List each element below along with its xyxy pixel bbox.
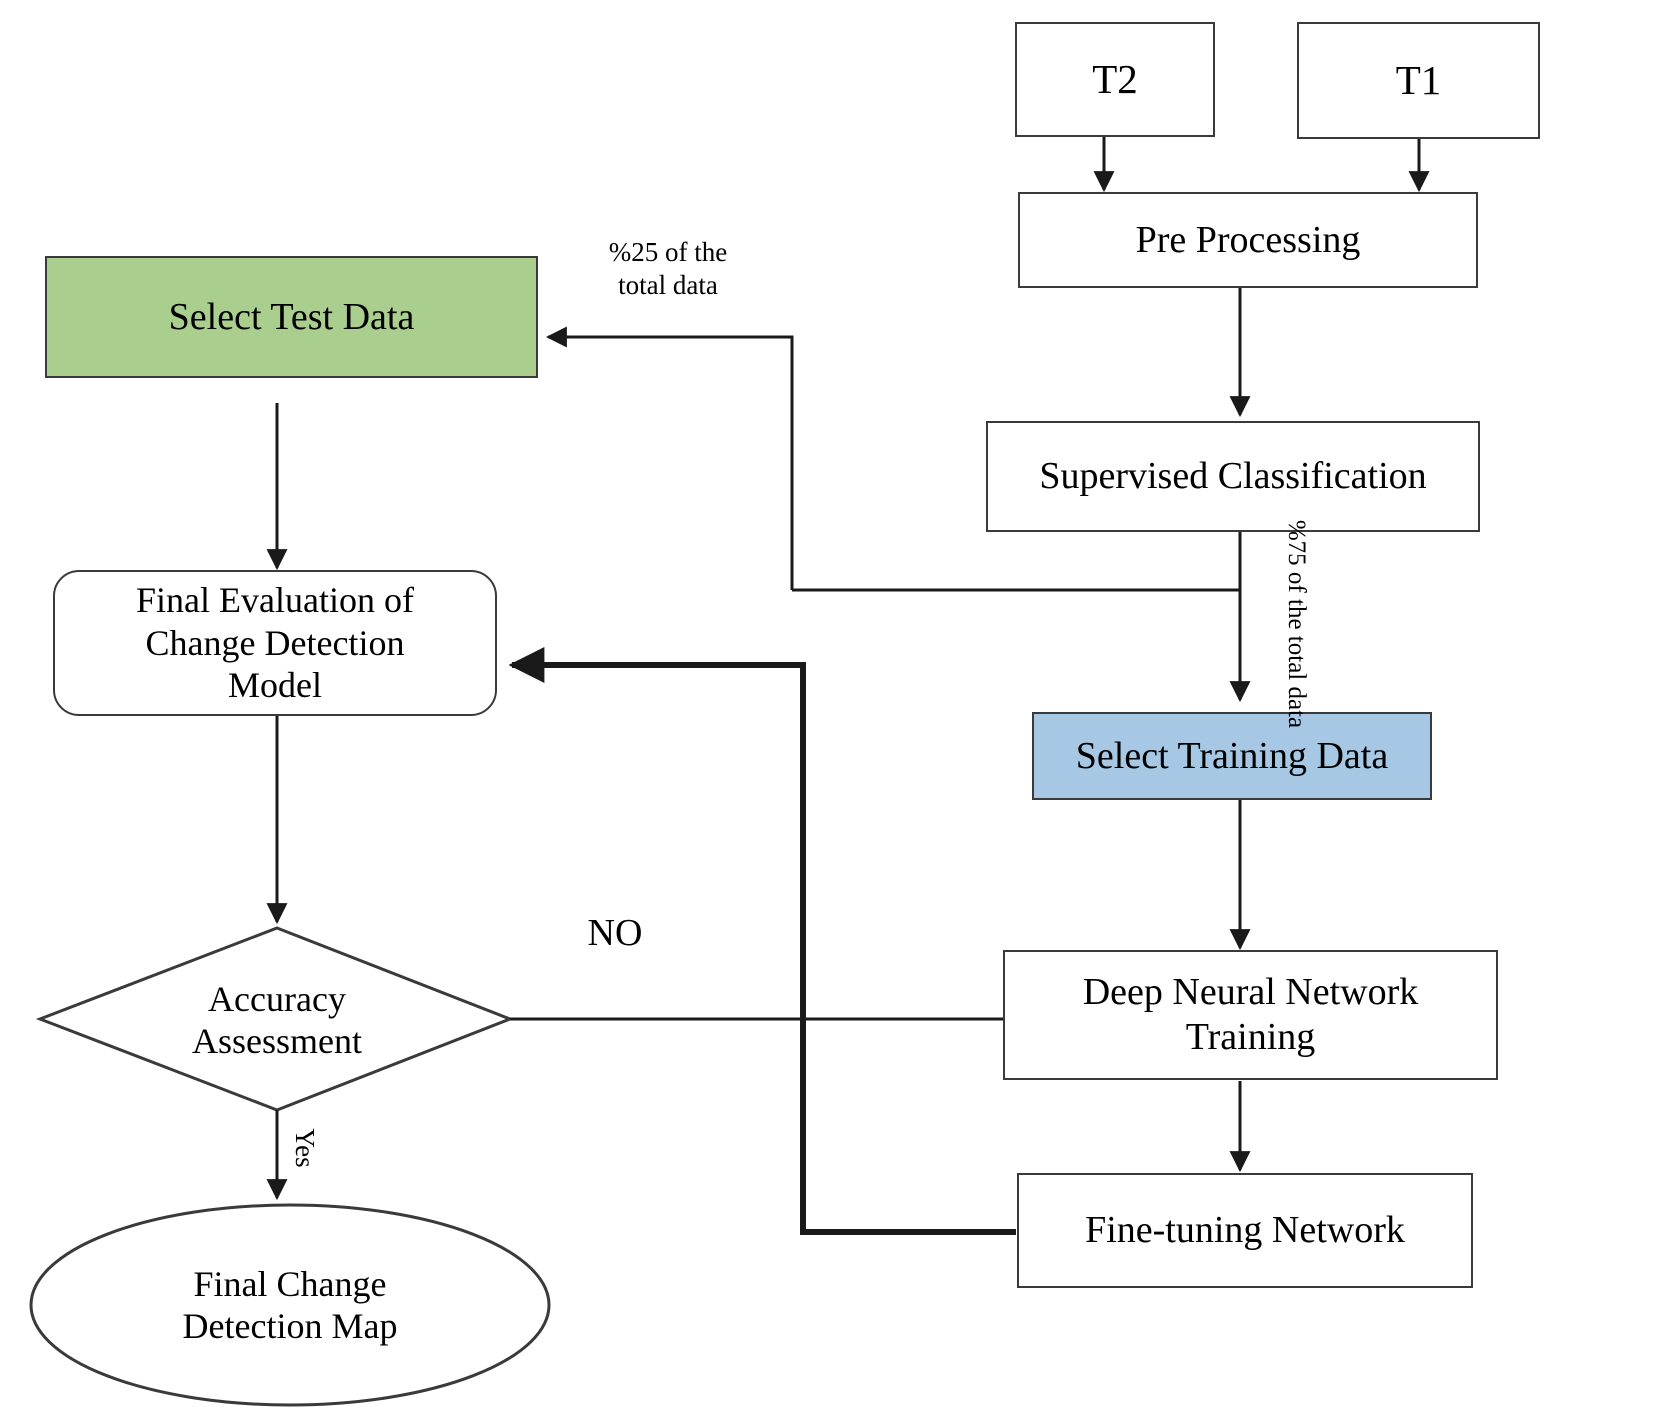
node-final-change-detection-map[interactable]: Final Change Detection Map [100,1235,480,1375]
node-fine-tuning-network[interactable]: Fine-tuning Network [1017,1173,1473,1288]
node-select-test-data[interactable]: Select Test Data [45,256,538,378]
edge-label-pct-75: %75 of the total data [1283,519,1310,729]
node-accuracy-assessment-label: Accuracy Assessment [192,978,362,1061]
node-dnn-training[interactable]: Deep Neural Network Training [1003,950,1498,1080]
node-pre-processing-label: Pre Processing [1135,218,1361,261]
node-dnn-training-label: Deep Neural Network Training [1082,971,1419,1058]
node-supervised-classification[interactable]: Supervised Classification [986,421,1480,532]
node-final-evaluation-label: Final Evaluation of Change Detection Mod… [136,580,414,706]
node-t1[interactable]: T1 [1297,22,1540,139]
final-map-ellipse-shape [29,1203,551,1407]
node-t1-label: T1 [1395,57,1442,104]
node-supervised-classification-label: Supervised Classification [1039,455,1427,498]
node-select-training-data-label: Select Training Data [1075,734,1389,777]
edge-label-pct-25: %25 of the total data [608,237,728,300]
node-fine-tuning-network-label: Fine-tuning Network [1085,1209,1405,1252]
edge-finetuning-to-final-evaluation [508,647,1016,1235]
edge-supervised-to-select-test [545,326,794,590]
node-t2[interactable]: T2 [1015,22,1215,137]
node-final-change-detection-map-label: Final Change Detection Map [182,1263,398,1346]
edge-label-no: NO [587,912,643,954]
node-accuracy-assessment[interactable]: Accuracy Assessment [110,955,444,1085]
node-select-training-data[interactable]: Select Training Data [1032,712,1432,800]
node-select-test-data-label: Select Test Data [168,295,415,338]
node-final-evaluation[interactable]: Final Evaluation of Change Detection Mod… [53,570,497,716]
node-t2-label: T2 [1092,56,1138,103]
node-pre-processing[interactable]: Pre Processing [1018,192,1478,288]
edge-label-yes: Yes [290,1128,320,1168]
